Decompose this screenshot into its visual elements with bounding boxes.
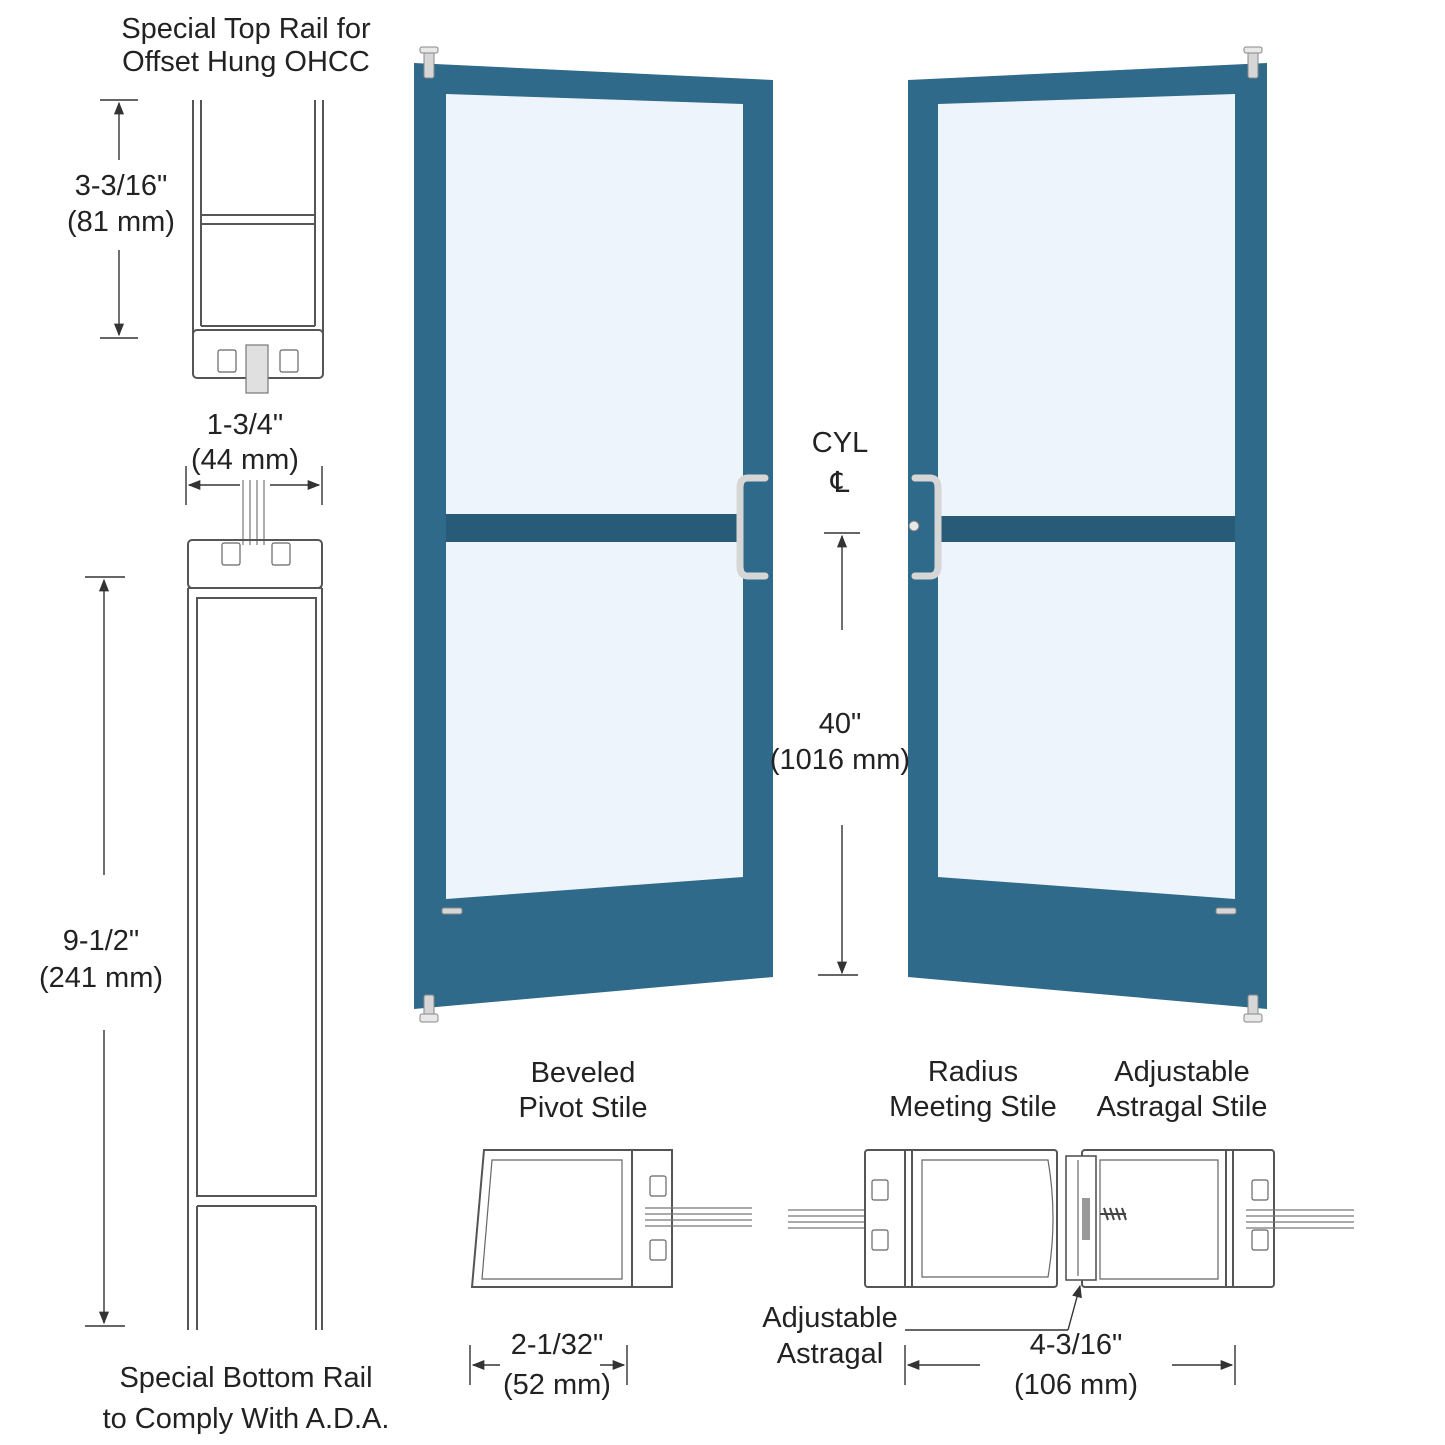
pivot-icon <box>1215 46 1263 1023</box>
right-door-leaf <box>908 46 1267 1023</box>
meeting-stile-section: Radius Meeting Stile Adjustable Astragal… <box>762 1056 1354 1401</box>
meeting-stile-title-line2: Meeting Stile <box>889 1091 1057 1123</box>
door-pull-icon <box>911 474 942 580</box>
astragal-label-line2: Astragal <box>777 1338 883 1370</box>
left-door-lower-glass <box>446 542 743 899</box>
pair-width-mm: (106 mm) <box>1014 1369 1138 1401</box>
top-rail-title-line1: Special Top Rail for <box>121 13 371 45</box>
top-rail-height-mm: (81 mm) <box>67 206 175 238</box>
top-rail-height-in: 3-3/16" <box>75 170 168 202</box>
cylinder-dimension: CYL ℄ 40" (1016 mm) <box>770 427 910 976</box>
cyl-label: CYL <box>812 427 868 459</box>
cyl-height-mm: (1016 mm) <box>770 744 910 776</box>
left-door-upper-glass <box>446 94 743 514</box>
top-rail-title-line2: Offset Hung OHCC <box>122 46 370 78</box>
depth-mm: (44 mm) <box>191 444 299 476</box>
bottom-rail-height-in: 9-1/2" <box>63 925 139 957</box>
right-door-lower-glass <box>938 542 1235 899</box>
bottom-rail-section: 9-1/2" (241 mm) Special Bottom Rail to C… <box>39 539 390 1435</box>
arrowhead-icon <box>1067 1284 1082 1331</box>
left-door-leaf <box>414 46 773 1023</box>
pair-width-in: 4-3/16" <box>1030 1329 1123 1361</box>
right-door-upper-glass <box>938 94 1235 516</box>
bottom-rail-caption-line1: Special Bottom Rail <box>119 1362 372 1394</box>
cyl-height-in: 40" <box>819 708 862 740</box>
screw-icon <box>1100 1207 1127 1221</box>
astragal-insert <box>1065 1155 1097 1281</box>
pivot-stile-title-line2: Pivot Stile <box>519 1092 648 1124</box>
pivot-stile-title-line1: Beveled <box>531 1057 636 1089</box>
bottom-rail-height-mm: (241 mm) <box>39 962 163 994</box>
top-rail-section: Special Top Rail for Offset Hung OHCC 3-… <box>67 13 371 394</box>
astragal-label-line1: Adjustable <box>762 1302 897 1334</box>
cylinder-lock-icon <box>908 520 920 532</box>
door-pull-icon <box>736 474 769 580</box>
centerline-symbol: ℄ <box>830 467 850 499</box>
left-door-mid-rail <box>446 514 743 542</box>
pivot-stile-width-in: 2-1/32" <box>511 1329 604 1361</box>
right-door-mid-rail <box>938 516 1235 542</box>
pivot-icon <box>419 46 463 1023</box>
depth-dimension: 1-3/4" (44 mm) <box>185 409 323 545</box>
depth-in: 1-3/4" <box>207 409 283 441</box>
bottom-rail-caption-line2: to Comply With A.D.A. <box>103 1403 390 1435</box>
astragal-stile-title-line1: Adjustable <box>1114 1056 1249 1088</box>
pivot-stile-section: Beveled Pivot Stile 2-1/32" (52 mm) <box>469 1057 752 1401</box>
astragal-stile-title-line2: Astragal Stile <box>1097 1091 1268 1123</box>
meeting-stile-title-line1: Radius <box>928 1056 1018 1088</box>
pivot-stile-width-mm: (52 mm) <box>503 1369 611 1401</box>
